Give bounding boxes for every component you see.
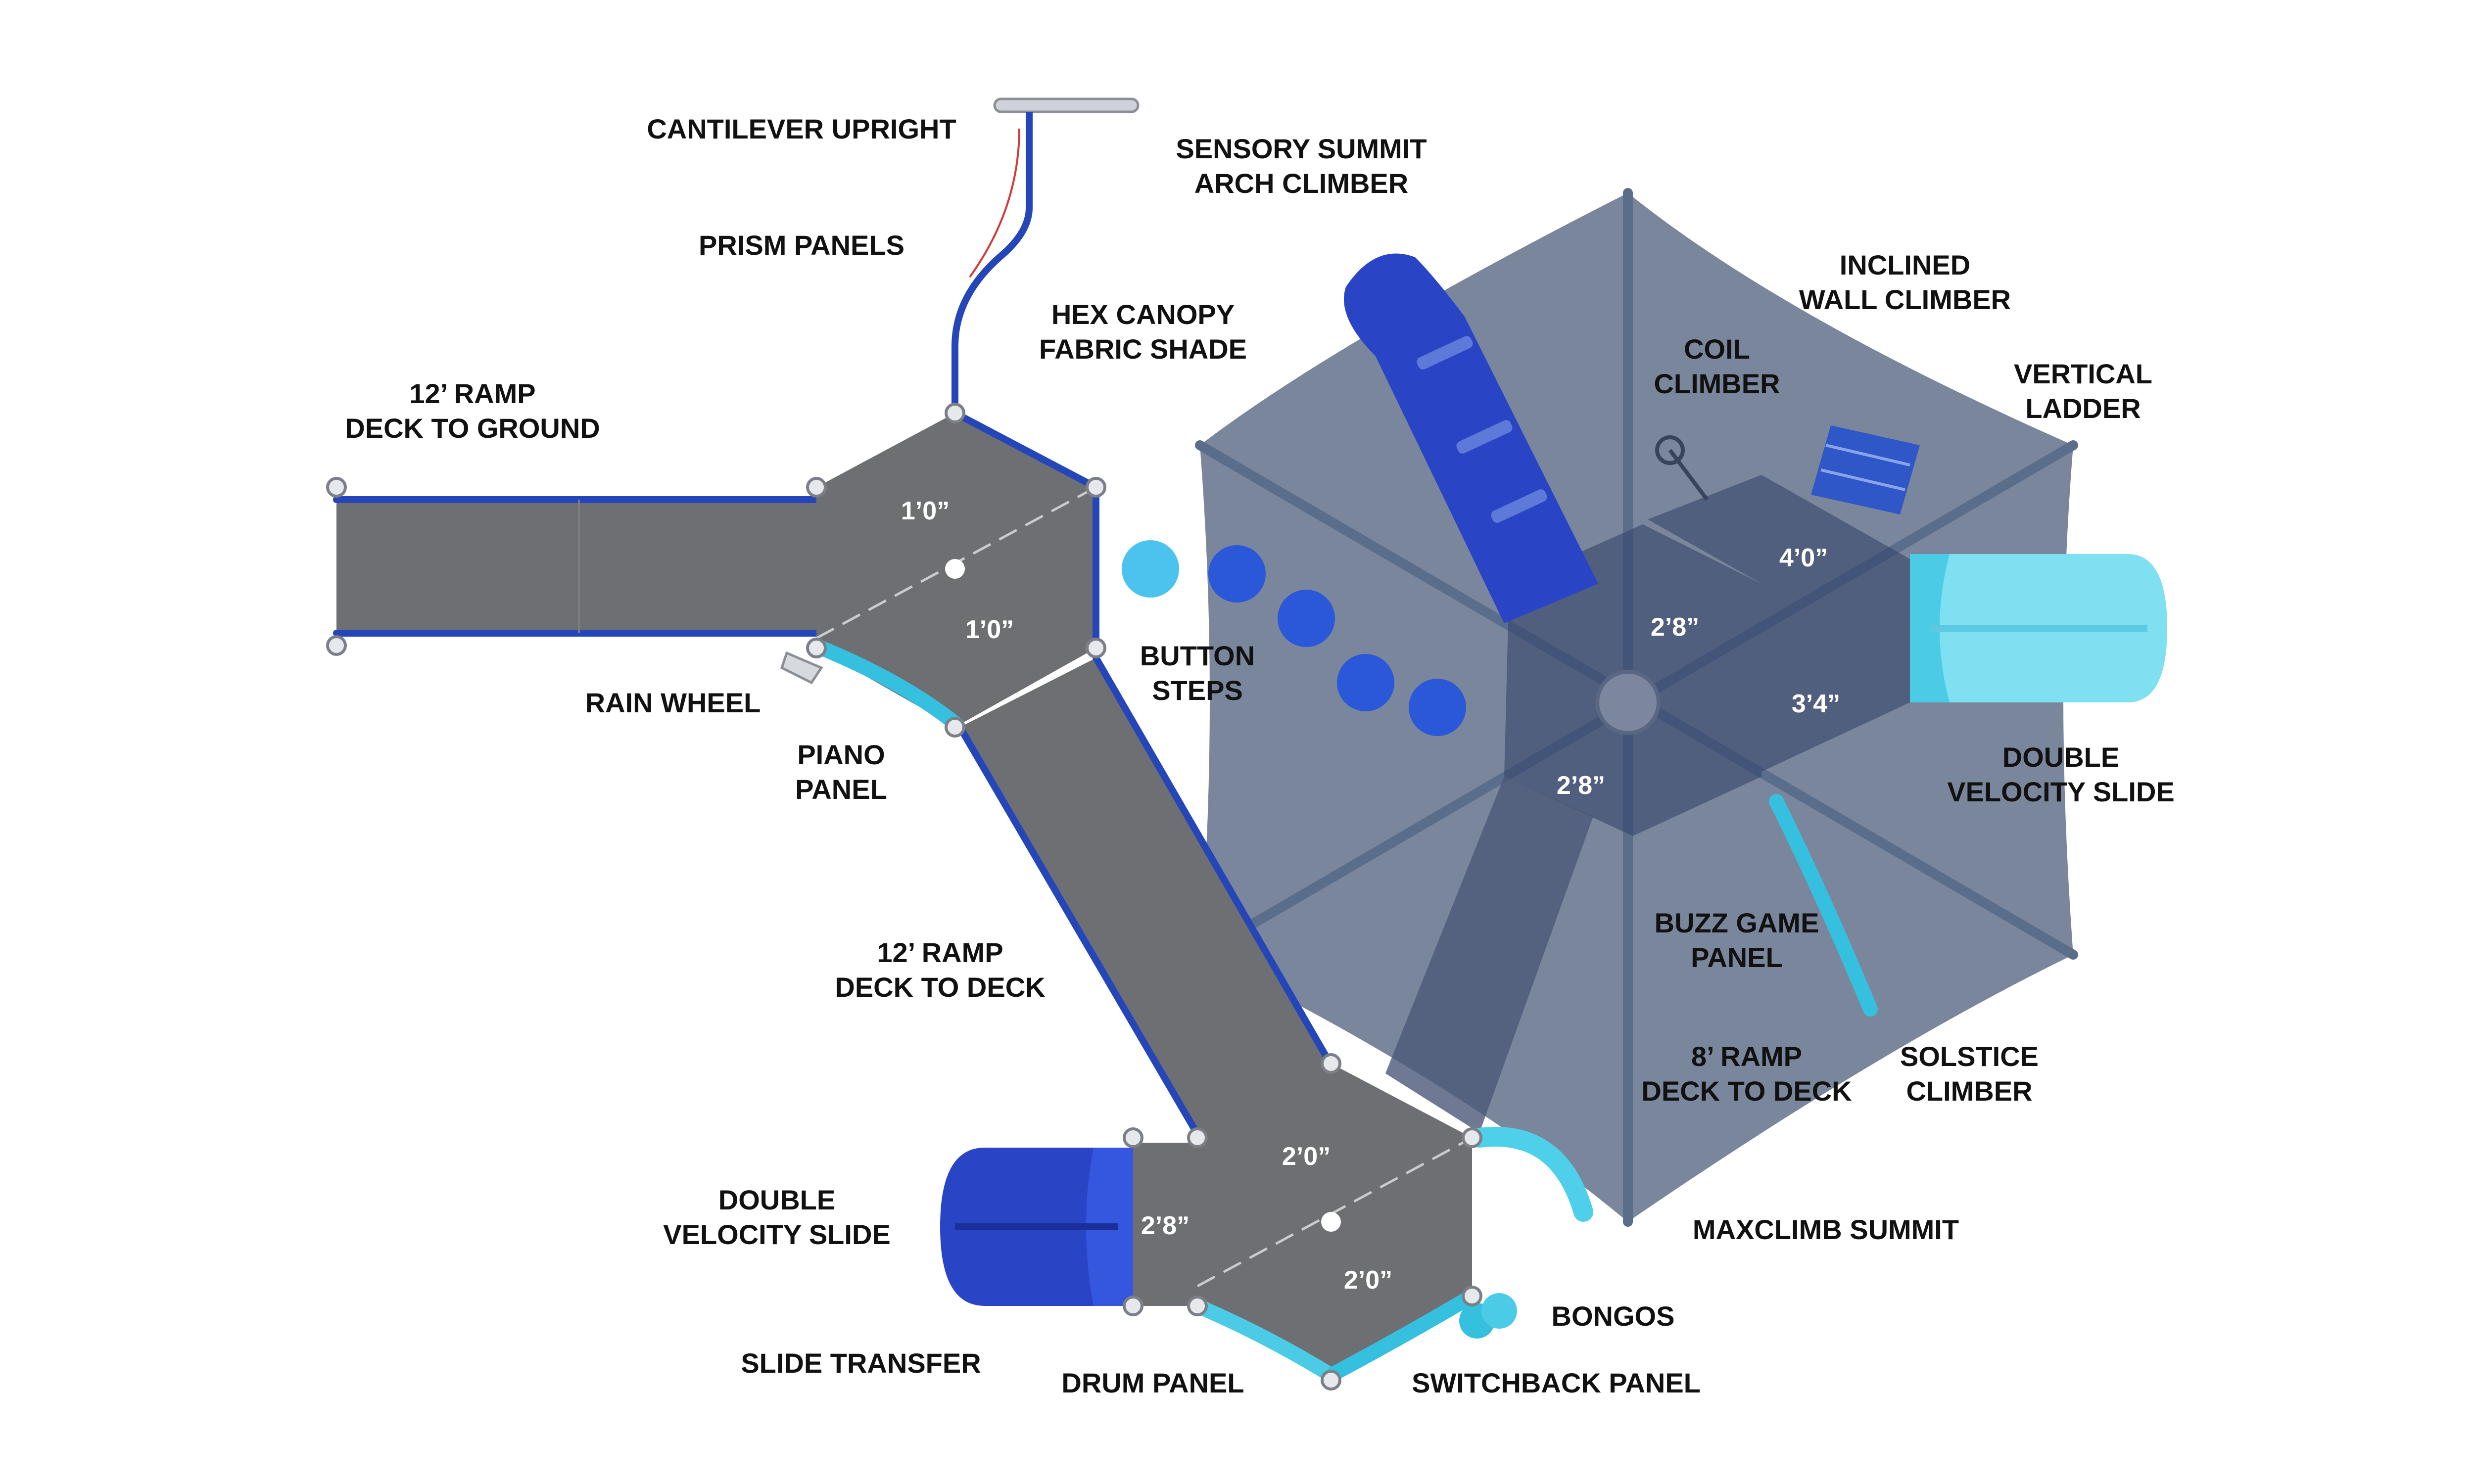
label-ramp-deck-line1: 12’ RAMP (877, 937, 1003, 968)
dim-right-lower: 3’4” (1792, 690, 1840, 718)
top-hex-center (945, 559, 965, 579)
label-buzz-game-line2: PANEL (1691, 942, 1783, 973)
dim-center-lower: 2’8” (1557, 771, 1605, 800)
switchback-panel (1327, 1290, 1476, 1382)
dim-bottom-hex-lower: 2’0” (1344, 1266, 1392, 1295)
label-double-slide-right-line2: VELOCITY SLIDE (1947, 776, 2174, 807)
dim-top-hex-lower: 1’0” (965, 615, 1014, 644)
sensory-summit-arch-climber (1344, 253, 1598, 623)
decks-and-ramps (333, 410, 1593, 1375)
coil-climber (1655, 435, 1709, 501)
label-bongos: BONGOS (1552, 1300, 1675, 1332)
label-inclined-wall-line2: WALL CLIMBER (1799, 284, 2011, 315)
label-maxclimb: MAXCLIMB SUMMIT (1693, 1214, 1959, 1245)
label-ramp-ground-line2: DECK TO GROUND (345, 413, 600, 444)
label-solstice-line1: SOLSTICE (1900, 1041, 2039, 1072)
label-drum-panel: DRUM PANEL (1061, 1367, 1244, 1398)
label-button-steps-line1: BUTTON (1140, 640, 1255, 671)
maxclimb-summit (1470, 1126, 1593, 1222)
label-sensory-summit-line2: ARCH CLIMBER (1194, 168, 1408, 199)
label-rain-wheel: RAIN WHEEL (585, 687, 761, 718)
inclined-wall-climber (1811, 425, 1920, 514)
piano-panel (818, 641, 965, 733)
label-slide-transfer: SLIDE TRANSFER (741, 1347, 981, 1379)
label-solstice-line2: CLIMBER (1906, 1075, 2032, 1107)
bongos (1459, 1293, 1517, 1339)
label-double-slide-right-line1: DOUBLE (2002, 742, 2119, 773)
ramp8-deck-to-deck (1385, 777, 1593, 1133)
dim-right-upper: 4’0” (1779, 544, 1828, 572)
label-coil-climber-line2: CLIMBER (1654, 368, 1780, 399)
label-vertical-ladder-line2: LADDER (2025, 393, 2141, 424)
label-switchback-panel: SWITCHBACK PANEL (1412, 1367, 1701, 1398)
button-steps (1122, 540, 1466, 736)
label-double-slide-left-line1: DOUBLE (718, 1184, 835, 1215)
solstice-climber (1769, 794, 1878, 1017)
center-deck (1504, 475, 1910, 836)
label-cantilever-upright: CANTILEVER UPRIGHT (647, 113, 956, 144)
label-ramp-ground-line1: 12’ RAMP (409, 378, 535, 409)
rain-wheel (780, 651, 823, 685)
right-deck-panel (1648, 475, 1910, 772)
label-ramp-deck-line2: DECK TO DECK (835, 972, 1045, 1003)
dim-transfer-deck: 2’8” (1141, 1211, 1189, 1240)
label-vertical-ladder-line1: VERTICAL (2014, 358, 2152, 389)
label-hex-canopy-line1: HEX CANOPY (1051, 299, 1235, 330)
dim-center-left: 2’8” (1651, 613, 1699, 642)
label-inclined-wall-line1: INCLINED (1840, 249, 1970, 280)
label-ramp8-line1: 8’ RAMP (1691, 1041, 1802, 1072)
label-double-slide-left-line2: VELOCITY SLIDE (663, 1219, 890, 1250)
double-velocity-slide-left (940, 1148, 1133, 1306)
center-deck-panel (1504, 524, 1761, 836)
prism-panels (969, 128, 1020, 278)
slide-transfer-deck (1133, 1143, 1197, 1306)
label-coil-climber-line1: COIL (1684, 333, 1750, 365)
label-sensory-summit-line1: SENSORY SUMMIT (1176, 133, 1427, 164)
ramp-deck-to-deck (960, 658, 1336, 1143)
dim-top-hex-upper: 1’0” (901, 497, 950, 525)
drum-panel (1194, 1299, 1335, 1382)
cantilever-upright (952, 97, 1140, 413)
deck-posts (326, 403, 1482, 1391)
label-prism-panels: PRISM PANELS (699, 230, 904, 261)
label-hex-canopy-line2: FABRIC SHADE (1039, 333, 1247, 365)
dim-bottom-hex-upper: 2’0” (1282, 1142, 1331, 1171)
label-ramp8-line2: DECK TO DECK (1641, 1075, 1852, 1107)
label-buzz-game-line1: BUZZ GAME (1655, 907, 1819, 938)
label-piano-panel-line1: PIANO (797, 739, 885, 770)
label-button-steps-line2: STEPS (1152, 675, 1243, 706)
double-velocity-slide-right (1910, 554, 2167, 702)
label-piano-panel-line2: PANEL (795, 774, 887, 805)
bottom-hex-center (1321, 1212, 1341, 1232)
